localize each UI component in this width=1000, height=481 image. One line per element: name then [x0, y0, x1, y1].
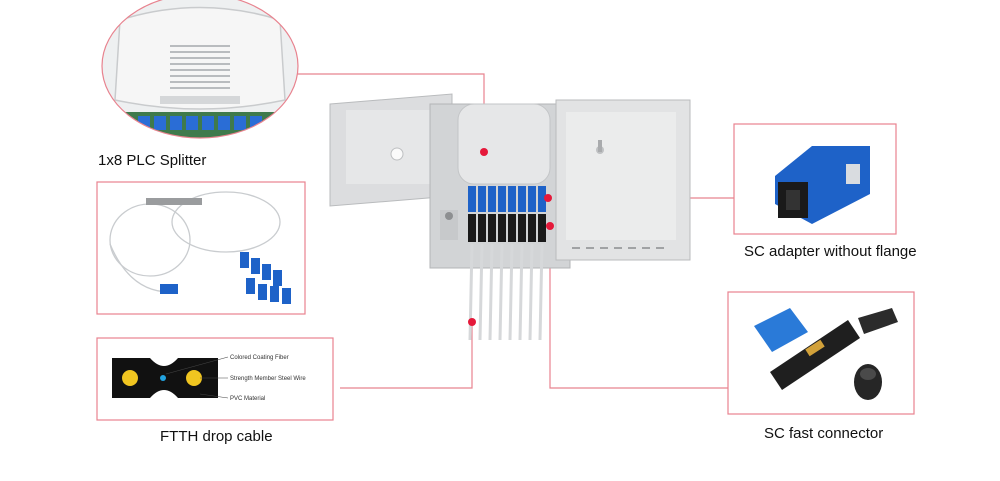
- cable-label-steel-wire: Strength Member Steel Wire: [230, 376, 306, 382]
- label-sc-adapter: SC adapter without flange: [744, 243, 917, 260]
- marker-fast-connector: [546, 222, 554, 230]
- leader-drop-cable: [340, 322, 473, 389]
- label-drop-cable: FTTH drop cable: [160, 428, 273, 445]
- label-splitter: 1x8 PLC Splitter: [98, 152, 207, 169]
- splitter-body: [146, 198, 202, 205]
- marker-adapter: [544, 194, 552, 202]
- tray-blue-connectors: [138, 116, 262, 130]
- box-adapter-array: [468, 186, 546, 212]
- splitter-input-connector: [160, 284, 178, 294]
- cable-label-colored-fiber: Colored Coating Fiber: [230, 355, 289, 361]
- tray-fiber-slots: [170, 45, 230, 89]
- box-connector-array: [468, 214, 546, 242]
- sc-adapter-photo: [733, 123, 897, 235]
- drop-cable-cross-section: Colored Coating Fiber Strength Member St…: [96, 337, 334, 421]
- marker-splitter: [480, 148, 488, 156]
- label-sc-fast-connector: SC fast connector: [764, 425, 884, 442]
- leader-fast-connector: [549, 226, 728, 389]
- marker-drop-cable: [468, 318, 476, 326]
- distribution-box: [329, 93, 691, 341]
- callout-markers: [468, 148, 554, 326]
- splitter-output-connectors: [240, 252, 291, 304]
- splitter-tray-closeup: [101, 0, 299, 139]
- splitter-photo: [96, 181, 306, 315]
- sc-fast-connector-photo: [727, 291, 915, 415]
- cable-label-pvc: PVC Material: [230, 396, 265, 402]
